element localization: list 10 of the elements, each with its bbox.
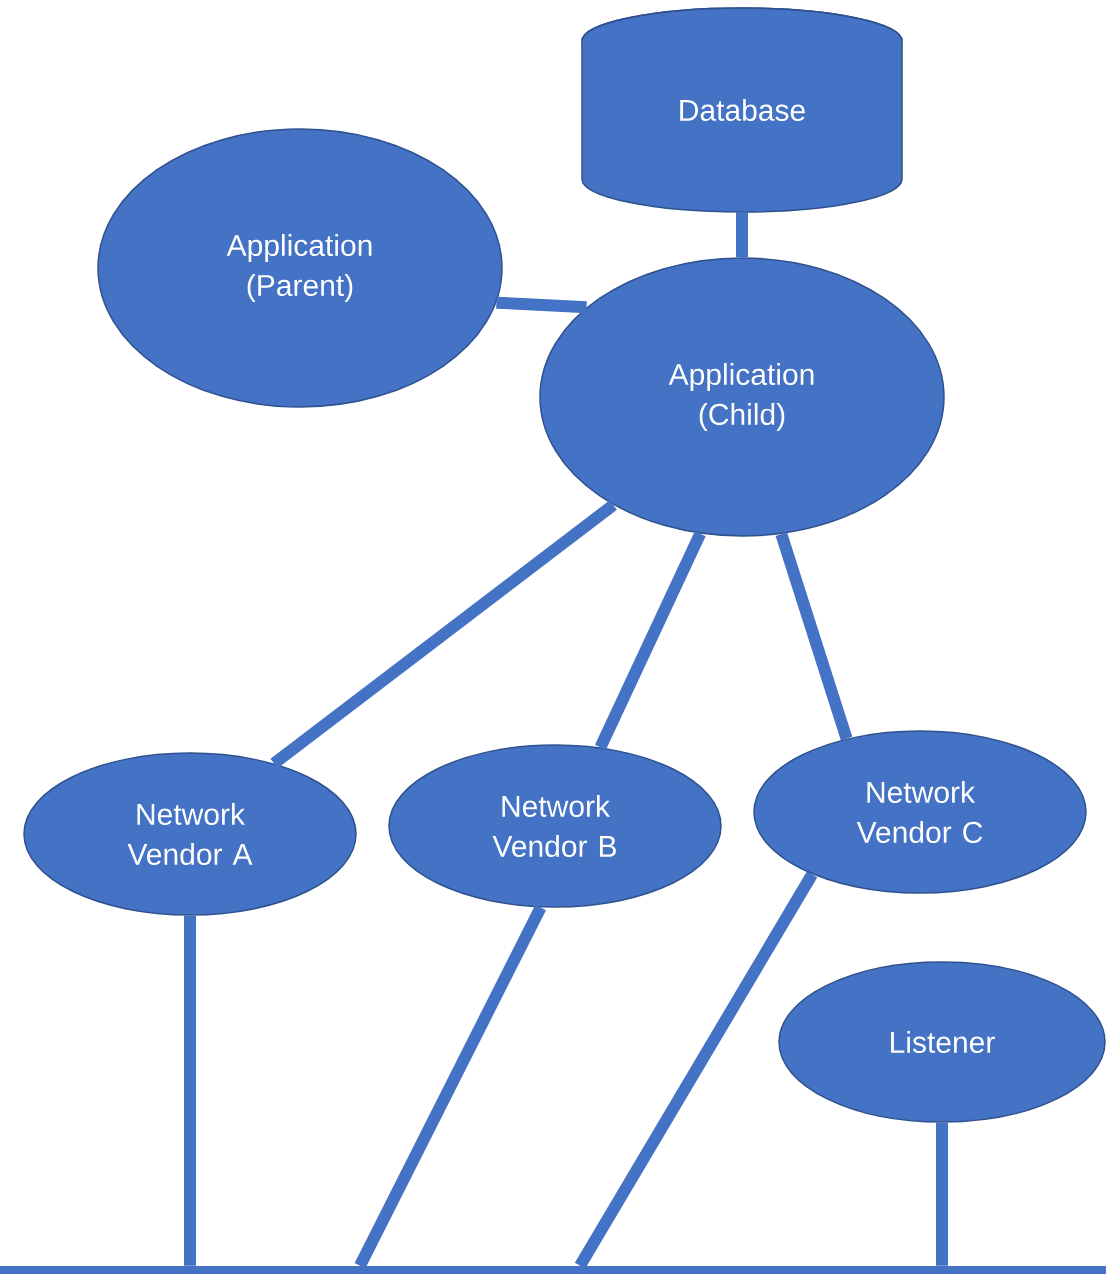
connector-line [775,532,853,741]
connector-line [574,871,818,1269]
connector-line [496,296,587,314]
connector-line [594,531,706,750]
connector-line [184,915,196,1266]
database-cylinder: Database [581,7,903,213]
connector-line [354,904,546,1269]
connector-line [270,500,617,769]
connector-line [936,1122,948,1266]
connector-line [736,212,748,258]
